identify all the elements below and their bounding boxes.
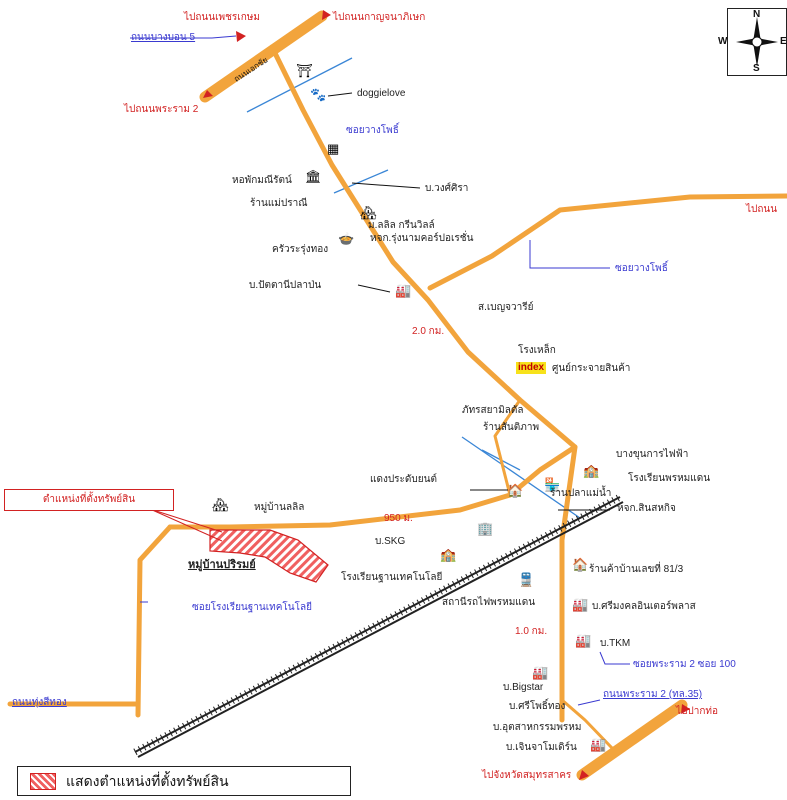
label-ho-kham: หอพักมณีรัตน์ bbox=[232, 175, 292, 186]
legend-swatch bbox=[30, 773, 56, 790]
factory-icon: 🏭 bbox=[572, 597, 589, 612]
label-srimongkol: บ.ศรีมงคลอินเตอร์พลาส bbox=[592, 601, 696, 612]
label-wong-sira: บ.วงศ์ศิรา bbox=[425, 183, 469, 194]
label-bang-bon-5: ถนนบางบอน 5 bbox=[131, 32, 196, 43]
railway bbox=[133, 493, 624, 758]
label-distance-2km: 2.0 กม. bbox=[412, 326, 445, 337]
label-bang-chon: บางขุนการไฟฟ้า bbox=[616, 449, 689, 460]
label-station: สถานีรถไฟพรหมแดน bbox=[442, 597, 536, 608]
label-soi-wang-pho-top: ซอยวางโพธิ์ bbox=[346, 125, 399, 136]
label-skg: บ.SKG bbox=[375, 536, 406, 547]
label-index-center: ศูนย์กระจายสินค้า bbox=[552, 363, 631, 374]
label-to-kanchanaphisek: ไปถนนกาญจนาภิเษก bbox=[333, 12, 426, 23]
label-hak-sinsahakit: หจก.สินสหกิจ bbox=[617, 503, 676, 514]
building-icon: ▦ bbox=[327, 141, 340, 156]
label-to-phet-kasem: ไปถนนเพชรเกษม bbox=[184, 12, 260, 23]
village-icon: 🏘 bbox=[212, 497, 229, 512]
restaurant-icon: 🍲 bbox=[338, 231, 355, 246]
compass-icon bbox=[736, 17, 778, 67]
label-rung-nam: หจก.รุ่งนามคอร์ปอเรชั่น bbox=[370, 233, 474, 244]
temple-icon: ⛩ bbox=[296, 63, 313, 78]
label-pradap-yon: แดงประดับยนต์ bbox=[370, 474, 437, 485]
label-distance-950m: 950 ม. bbox=[384, 513, 413, 524]
compass-n: N bbox=[753, 9, 761, 20]
compass-e: E bbox=[780, 36, 787, 47]
label-distance-1km: 1.0 กม. bbox=[515, 626, 548, 637]
label-school-tech: โรงเรียนฐานเทคโนโลยี bbox=[341, 572, 443, 583]
blue-pointers bbox=[130, 35, 630, 706]
compass-s: S bbox=[753, 63, 760, 74]
label-school-right: โรงเรียนพรหมแดน bbox=[628, 473, 711, 484]
label-chan-mai: บ.เจินจาโมเดิร์น bbox=[506, 742, 577, 753]
label-phraram2-road: ถนนพระราม 2 (ทล.35) bbox=[603, 689, 703, 700]
label-ran-sanitphap: ร้านสันติภาพ bbox=[483, 422, 540, 433]
label-benjawaree: ส.เบญจวารีย์ bbox=[478, 302, 534, 313]
label-pruksa: หมู่บ้านปริรมย์ bbox=[188, 559, 256, 571]
pet-shop-icon: 🐾 bbox=[310, 87, 327, 102]
label-bigstar: บ.Bigstar bbox=[503, 682, 544, 693]
label-soi-phraram2-100: ซอยพระราม 2 ซอย 100 bbox=[633, 659, 736, 670]
label-to-pak-tho: ไปปากท่อ bbox=[676, 706, 718, 717]
factory-icon: 🏭 bbox=[532, 665, 549, 680]
callout-pointer bbox=[149, 508, 223, 533]
school-icon: 🏫 bbox=[440, 547, 457, 562]
garage-icon: 🏠 bbox=[507, 483, 524, 498]
label-to-samut-sakhon: ไปจังหวัดสมุทรสาคร bbox=[482, 770, 572, 781]
factory-icon: 🏭 bbox=[575, 633, 592, 648]
property-parcel bbox=[209, 529, 329, 583]
label-lalin-village: หมู่บ้านลลิล bbox=[254, 502, 305, 513]
label-pattani: บ.ปัตตานีปลาป่น bbox=[249, 280, 322, 291]
callout-pointer bbox=[149, 508, 223, 542]
label-soi-school: ซอยโรงเรียนฐานเทคโนโลยี bbox=[192, 602, 312, 613]
label-soi-wang-pho-right: ซอยวางโพธิ์ bbox=[615, 263, 668, 274]
label-to-right-edge: ไปถนน bbox=[746, 204, 778, 215]
compass-rose: N S W E bbox=[718, 8, 787, 76]
village-icon: 🏘 bbox=[360, 205, 377, 220]
direction-arrows bbox=[203, 10, 690, 780]
compass-w: W bbox=[718, 36, 728, 47]
label-mae-pranee: ร้านแม่ปราณี bbox=[250, 198, 308, 209]
canals bbox=[246, 57, 581, 519]
black-pointers bbox=[327, 92, 610, 511]
label-phattara: ภัทรสยามิลตัล bbox=[462, 405, 524, 416]
property-callout: ตำแหน่งที่ตั้งทรัพย์สิน bbox=[4, 489, 174, 511]
label-pla-mae-nam: ร้านปลาแม่น้ำ bbox=[550, 488, 612, 499]
legend: แสดงตำแหน่งที่ตั้งทรัพย์สิน bbox=[17, 766, 351, 796]
label-rak-rung: ครัวระรุ่งทอง bbox=[272, 244, 329, 255]
office-icon: 🏢 bbox=[477, 521, 494, 536]
shop-icon: 🏪 bbox=[544, 477, 561, 492]
label-rong-lek: โรงเหล็ก bbox=[518, 345, 556, 356]
label-tkm: บ.TKM bbox=[600, 638, 631, 649]
factory-icon: 🏭 bbox=[395, 283, 412, 298]
roads bbox=[7, 10, 787, 781]
label-shop-81: ร้านค้าบ้านเลขที่ 81/3 bbox=[589, 564, 684, 575]
label-utsahakam: บ.อุตสาหกรรมพรหม bbox=[493, 722, 582, 733]
label-thung-si-thong: ถนนทุ่งสีทอง bbox=[12, 697, 67, 708]
house-icon: 🏠 bbox=[572, 557, 589, 572]
label-sri-pho: บ.ศรีโพธิ์ทอง bbox=[509, 701, 566, 712]
label-lalin-green: ม.ลลิล กรีนวิลล์ bbox=[368, 220, 435, 231]
train-icon: 🚆 bbox=[518, 572, 535, 587]
legend-text: แสดงตำแหน่งที่ตั้งทรัพย์สิน bbox=[66, 773, 229, 789]
school-icon: 🏫 bbox=[583, 463, 600, 478]
factory-icon: 🏭 bbox=[590, 737, 607, 752]
label-to-phraram2-top: ไปถนนพระราม 2 bbox=[124, 104, 199, 115]
label-index-brand: index bbox=[516, 362, 547, 374]
dorm-icon: 🏛 bbox=[305, 169, 322, 184]
label-doggielove: doggielove bbox=[357, 88, 406, 99]
